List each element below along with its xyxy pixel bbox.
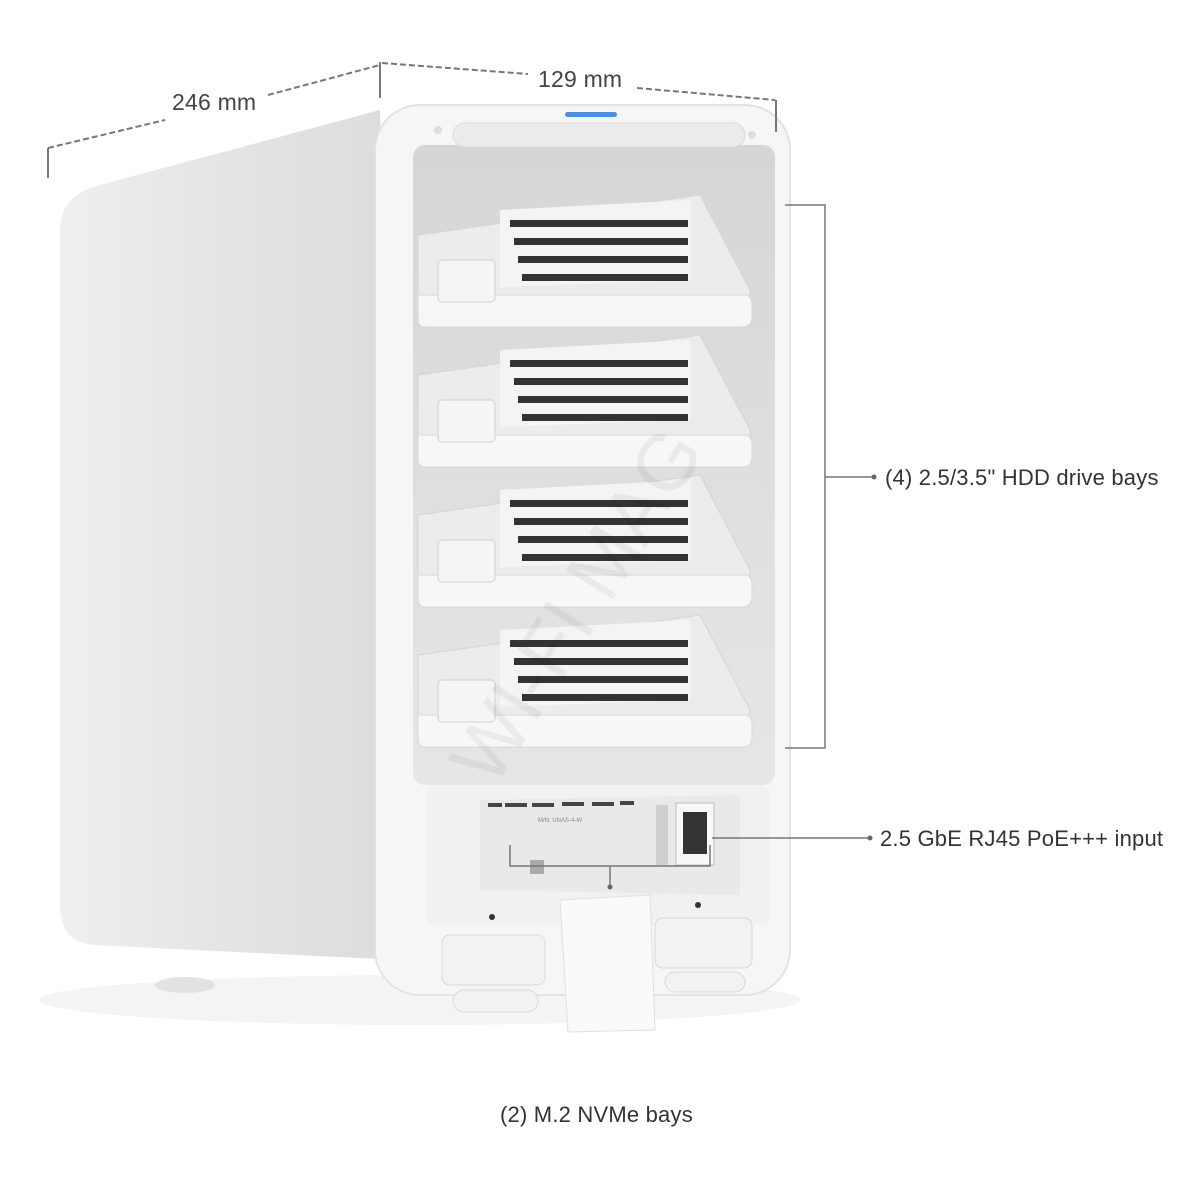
status-led (565, 112, 617, 117)
vent-slots (488, 801, 634, 807)
tray-release-button[interactable] (437, 679, 496, 723)
depth-dimension: 246 mm (172, 89, 257, 115)
tray-release-button[interactable] (437, 399, 496, 443)
dimension-lines (47, 62, 777, 178)
width-dimension: 129 mm (538, 66, 623, 92)
drive-trays (417, 194, 753, 748)
foot (155, 977, 215, 993)
callout-lines (509, 204, 872, 885)
drive-tray[interactable] (417, 334, 753, 468)
tray-release-button[interactable] (437, 539, 496, 583)
tray-release-button[interactable] (437, 259, 496, 303)
drive-tray[interactable] (417, 474, 753, 608)
drive-tray[interactable] (417, 614, 753, 748)
nvme-bay-cover-right (654, 917, 753, 969)
drive-bays-callout: (4) 2.5/3.5" HDD drive bays (885, 465, 1159, 490)
label-area (480, 795, 740, 895)
device-model-label: M/N: UNAS-4-W (538, 818, 582, 824)
top-handle (452, 122, 746, 148)
drive-tray[interactable] (417, 194, 753, 328)
nvme-bay-cover-left (441, 934, 546, 986)
qr-code (530, 860, 544, 874)
side-panel (60, 110, 400, 960)
network-port-callout: 2.5 GbE RJ45 PoE+++ input (880, 826, 1164, 851)
stand-column (559, 894, 656, 1033)
nvme-bays-callout: (2) M.2 NVMe bays (500, 1102, 693, 1127)
